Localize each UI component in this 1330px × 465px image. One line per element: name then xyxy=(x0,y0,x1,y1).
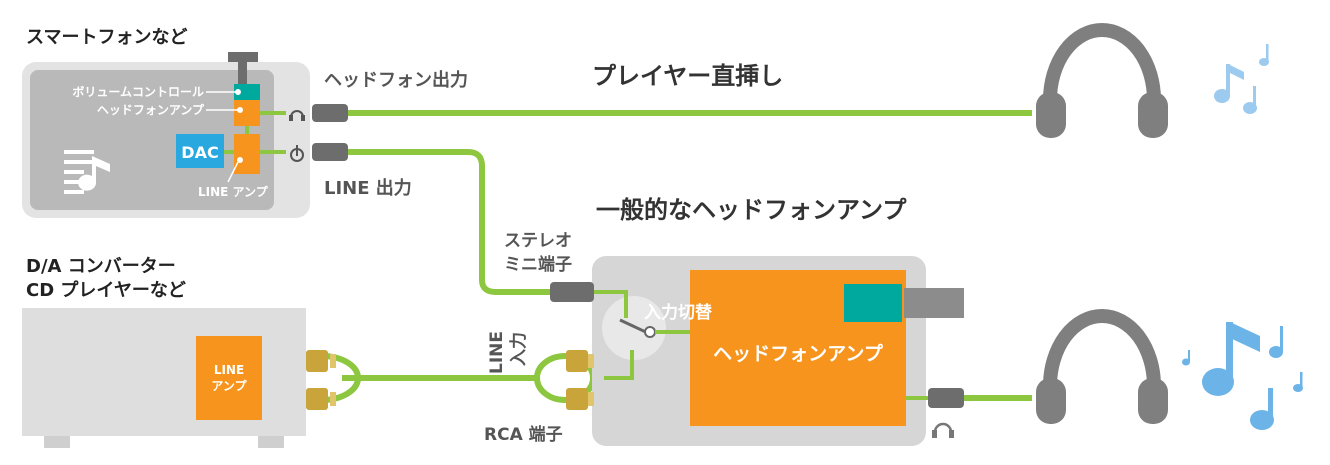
line-amp-block-cd xyxy=(196,336,262,420)
dac-block xyxy=(176,134,224,168)
volume-control-block xyxy=(234,84,260,100)
dac-label: DAC xyxy=(181,143,218,162)
teal-block xyxy=(844,284,902,322)
line-out-plug xyxy=(312,143,348,161)
line-out-cable xyxy=(348,149,552,295)
direct-title: プレイヤー直挿し xyxy=(592,62,783,90)
line-in-line2: 入力 xyxy=(508,332,529,366)
line-out-label: LINE 出力 xyxy=(324,177,412,199)
amp-headphone-plug xyxy=(928,388,964,408)
volume-control-label: ボリュームコントロール xyxy=(72,84,204,99)
line-in-line1: LINE xyxy=(487,331,507,374)
general-title: 一般的なヘッドフォンアンプ xyxy=(596,196,907,224)
usb-port xyxy=(904,288,964,318)
headphone-out-label: ヘッドフォン出力 xyxy=(324,69,468,91)
headphone-amp-label: ヘッドフォンアンプ xyxy=(97,102,205,117)
headphone-amp-block xyxy=(234,100,260,126)
cd-caption-line1: D/A コンバーター xyxy=(26,256,176,277)
cd-caption-line2: CD プレイヤーなど xyxy=(26,279,186,301)
rca-jacks-amp xyxy=(566,350,594,410)
headphone-plug xyxy=(312,104,348,122)
headphone-icon xyxy=(932,422,954,438)
rca-label: RCA 端子 xyxy=(484,424,563,445)
stereo-mini-plug xyxy=(550,282,594,302)
usb-icon xyxy=(290,145,304,162)
line-amp-block xyxy=(234,134,260,174)
headphone-icon xyxy=(1036,23,1168,138)
headphone-amp-unit xyxy=(592,256,964,446)
stereo-mini-line2: ミニ端子 xyxy=(504,254,572,275)
rca-jacks-cd xyxy=(306,350,336,410)
headphone-icon xyxy=(1036,309,1168,424)
smartphone-caption: スマートフォンなど xyxy=(26,27,187,48)
music-note-icon xyxy=(1214,44,1269,114)
line-amp-label: LINE アンプ xyxy=(198,184,269,199)
amp-label: ヘッドフォンアンプ xyxy=(713,342,884,365)
stereo-mini-line1: ステレオ xyxy=(504,231,572,251)
cd-player-device xyxy=(22,308,306,448)
music-note-icon xyxy=(1182,322,1303,430)
cd-line-amp-line2: アンプ xyxy=(211,378,247,393)
music-file-icon xyxy=(64,148,110,194)
cd-line-amp-line1: LINE xyxy=(214,363,244,377)
headphone-icon xyxy=(289,110,305,121)
input-switch-label: 入力切替 xyxy=(644,302,713,323)
